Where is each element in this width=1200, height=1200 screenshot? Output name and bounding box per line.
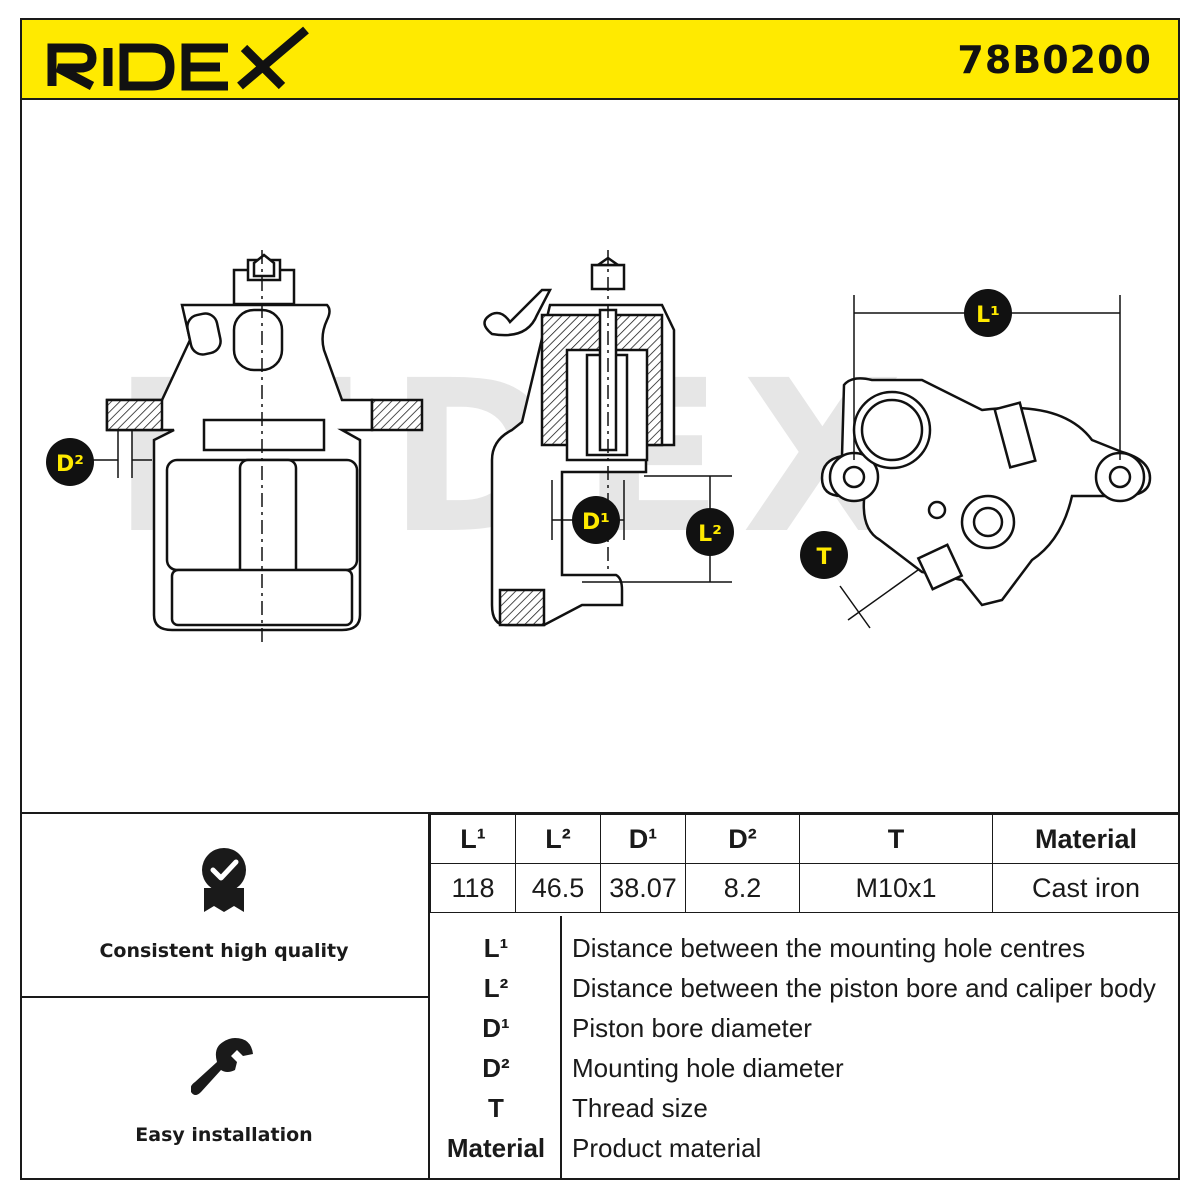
caliper-drawing: RIDEX D² bbox=[46, 250, 1152, 645]
spec-value-material: Cast iron bbox=[992, 863, 1180, 913]
legend-desc: Distance between the piston bore and cal… bbox=[572, 973, 1156, 1003]
legend-row: T Thread size bbox=[432, 1088, 1178, 1128]
d2-badge bbox=[46, 438, 94, 486]
spec-value-t: M10x1 bbox=[799, 863, 993, 913]
legend-desc: Distance between the mounting hole centr… bbox=[572, 933, 1086, 963]
legend-key: Material bbox=[446, 1133, 546, 1163]
feature-installation: Easy installation bbox=[20, 998, 430, 1180]
spec-header-d1: D¹ bbox=[600, 814, 686, 864]
feature-quality: Consistent high quality bbox=[20, 814, 430, 998]
l2-badge-label: L² bbox=[698, 522, 722, 547]
spec-value-d1: 38.07 bbox=[600, 863, 686, 913]
spec-header-material: Material bbox=[992, 814, 1180, 864]
ridex-logo-icon bbox=[47, 26, 309, 91]
feature-installation-label: Easy installation bbox=[135, 1124, 313, 1146]
spec-header-d2: D² bbox=[685, 814, 800, 864]
legend-key: D² bbox=[482, 1053, 510, 1083]
part-number: 78B0200 bbox=[957, 38, 1152, 82]
technical-drawing: RIDEX D² bbox=[22, 100, 1178, 812]
legend-row: D¹ Piston bore diameter bbox=[432, 1008, 1178, 1048]
caliper-rear-view bbox=[820, 377, 1152, 607]
legend-key: D¹ bbox=[482, 1013, 510, 1043]
caliper-section-view bbox=[483, 256, 676, 627]
l1-badge-label: L¹ bbox=[976, 303, 1000, 328]
legend-row: D² Mounting hole diameter bbox=[432, 1048, 1178, 1088]
wrench-icon bbox=[20, 1034, 428, 1104]
legend-key: L² bbox=[483, 973, 509, 1003]
header-bar: 78B0200 bbox=[20, 18, 1180, 100]
brand-logo bbox=[44, 22, 314, 100]
dimension-legend: L¹ Distance between the mounting hole ce… bbox=[432, 916, 1178, 1180]
spec-value-l1: 118 bbox=[430, 863, 516, 913]
l2-badge bbox=[686, 508, 734, 556]
legend-desc: Piston bore diameter bbox=[572, 1013, 812, 1043]
d1-badge-label: D¹ bbox=[582, 510, 610, 535]
l1-badge bbox=[964, 289, 1012, 337]
spec-table: L¹ L² D¹ D² T Material 118 46.5 38.07 8.… bbox=[430, 814, 1180, 913]
spec-value-l2: 46.5 bbox=[515, 863, 601, 913]
d2-dimension bbox=[92, 430, 152, 478]
legend-desc: Thread size bbox=[572, 1093, 708, 1123]
legend-desc: Product material bbox=[572, 1133, 762, 1163]
spec-header-row: L¹ L² D¹ D² T Material bbox=[430, 814, 1180, 864]
spec-value-d2: 8.2 bbox=[685, 863, 800, 913]
quality-badge-icon bbox=[20, 846, 428, 920]
t-badge-label: T bbox=[816, 545, 831, 570]
legend-desc: Mounting hole diameter bbox=[572, 1053, 844, 1083]
t-badge bbox=[800, 531, 848, 579]
feature-quality-label: Consistent high quality bbox=[99, 940, 349, 962]
legend-key: T bbox=[488, 1093, 504, 1123]
spec-header-l2: L² bbox=[515, 814, 601, 864]
info-panel: Consistent high quality Easy installatio… bbox=[20, 812, 1180, 1180]
spec-value-row: 118 46.5 38.07 8.2 M10x1 Cast iron bbox=[430, 863, 1180, 913]
legend-row: Material Product material bbox=[432, 1128, 1178, 1168]
spec-header-t: T bbox=[799, 814, 993, 864]
legend-row: L² Distance between the piston bore and … bbox=[432, 968, 1178, 1008]
spec-header-l1: L¹ bbox=[430, 814, 516, 864]
d2-badge-label: D² bbox=[56, 452, 84, 477]
legend-row: L¹ Distance between the mounting hole ce… bbox=[432, 928, 1178, 968]
legend-divider bbox=[560, 916, 562, 1180]
legend-key: L¹ bbox=[483, 933, 509, 963]
d1-badge bbox=[572, 496, 620, 544]
